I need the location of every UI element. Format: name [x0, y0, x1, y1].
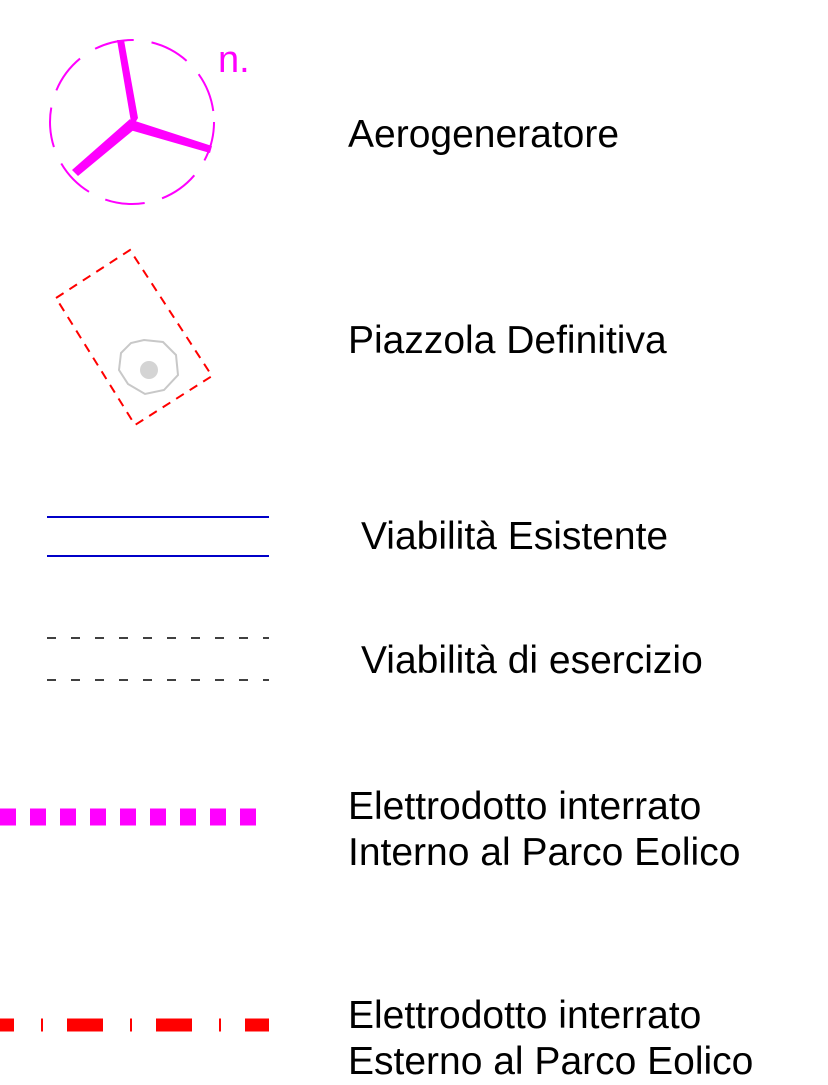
label-elettrodotto-esterno: Elettrodotto interrato Esterno al Parco … [348, 993, 753, 1085]
label-piazzola: Piazzola Definitiva [348, 318, 667, 364]
turbine-number-tag: n. [218, 39, 250, 81]
label-line: Interno al Parco Eolico [348, 831, 741, 874]
label-aerogeneratore: Aerogeneratore [348, 112, 619, 158]
internal-cable-symbol [0, 808, 270, 826]
existing-road-symbol [47, 516, 269, 557]
external-cable-symbol [0, 1018, 270, 1032]
piazzola-icon [54, 248, 214, 427]
label-line: Esterno al Parco Eolico [348, 1040, 754, 1083]
label-elettrodotto-interno: Elettrodotto interrato Interno al Parco … [348, 784, 740, 876]
label-viabilita-esercizio: Viabilità di esercizio [361, 638, 703, 684]
label-line: Piazzola Definitiva [348, 319, 667, 362]
label-line: Viabilità di esercizio [361, 639, 703, 682]
label-line: Elettrodotto interrato [348, 785, 702, 828]
wind-turbine-icon: n. [49, 39, 250, 205]
label-line: Elettrodotto interrato [348, 994, 702, 1037]
label-line: Viabilità Esistente [361, 515, 669, 558]
label-line: Aerogeneratore [348, 113, 620, 156]
label-viabilita-esistente: Viabilità Esistente [361, 514, 668, 560]
